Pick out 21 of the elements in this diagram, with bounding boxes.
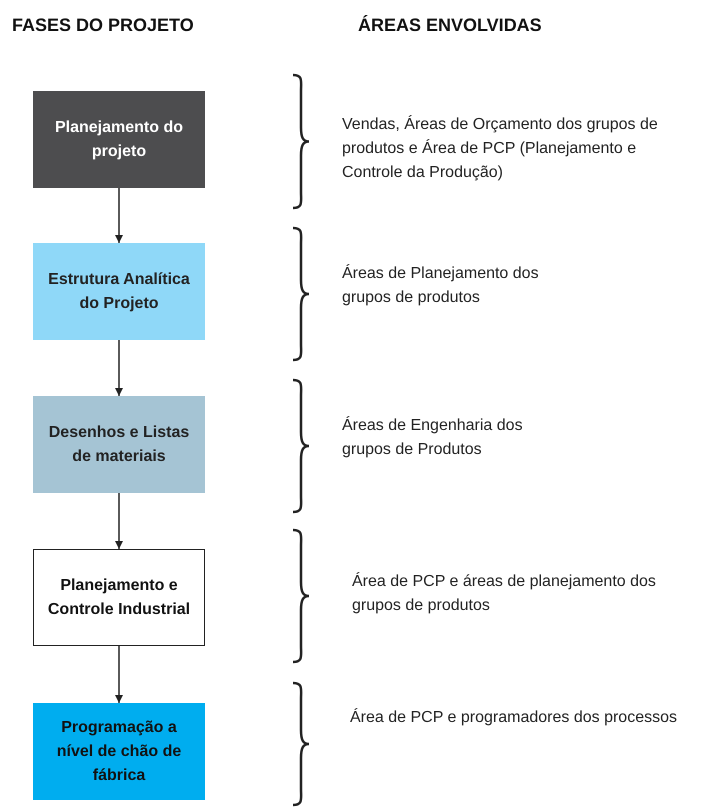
process-box [33, 549, 205, 646]
arrow [115, 188, 123, 243]
process-box [33, 396, 205, 493]
area-description: Áreas de Planejamento dos grupos de produtos [342, 263, 540, 308]
box-label: Planejamento do projeto [54, 118, 184, 162]
box-label: Planejamento e Controle Industrial [46, 576, 192, 620]
column-heading: FASES DO PROJETO [12, 15, 194, 36]
area-description: Vendas, Áreas de Orçamento dos grupos de produtos e Área de PCP (Planejamento e Controle da Produção) [342, 114, 659, 183]
box-label: Estrutura Analítica do Projeto [47, 270, 191, 314]
process-box [33, 91, 205, 188]
arrow [115, 646, 123, 703]
area-description: Área de PCP e programadores dos processos [350, 707, 678, 728]
arrow [115, 493, 123, 549]
box-label: Desenhos e Listas de materiais [48, 422, 190, 466]
box-label: Programação a nível de chão de fábrica [56, 718, 182, 786]
process-box [33, 243, 205, 340]
arrow [115, 340, 123, 396]
area-description: Área de PCP e áreas de planejamento dos grupos de produtos [352, 571, 657, 616]
area-description: Áreas de Engenharia dos grupos de Produtos [342, 415, 524, 460]
process-box [33, 703, 205, 800]
column-heading: ÁREAS ENVOLVIDAS [358, 15, 542, 36]
